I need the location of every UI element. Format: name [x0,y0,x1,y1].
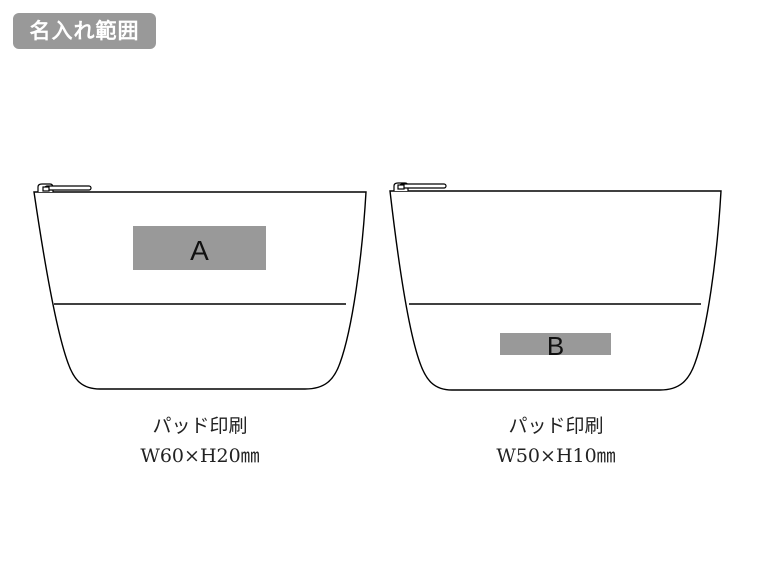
print-area-b: B [500,333,611,359]
caption-left: パッド印刷 W60×H20㎜ [100,411,300,471]
print-method-label: パッド印刷 [508,415,604,437]
print-area-badge: 名入れ範囲 [13,13,156,49]
print-area-a: A [133,226,266,270]
pouch-outline-right [389,190,722,391]
zipper-pull-left-icon [37,183,92,192]
print-method-label: パッド印刷 [152,415,248,437]
print-size-label: W60×H20㎜ [140,445,260,467]
print-size-label: W50×H10㎜ [496,445,616,467]
zipper-pull-right-icon [393,182,447,191]
pouch-outline-left [33,191,367,390]
caption-right: パッド印刷 W50×H10㎜ [456,411,656,471]
